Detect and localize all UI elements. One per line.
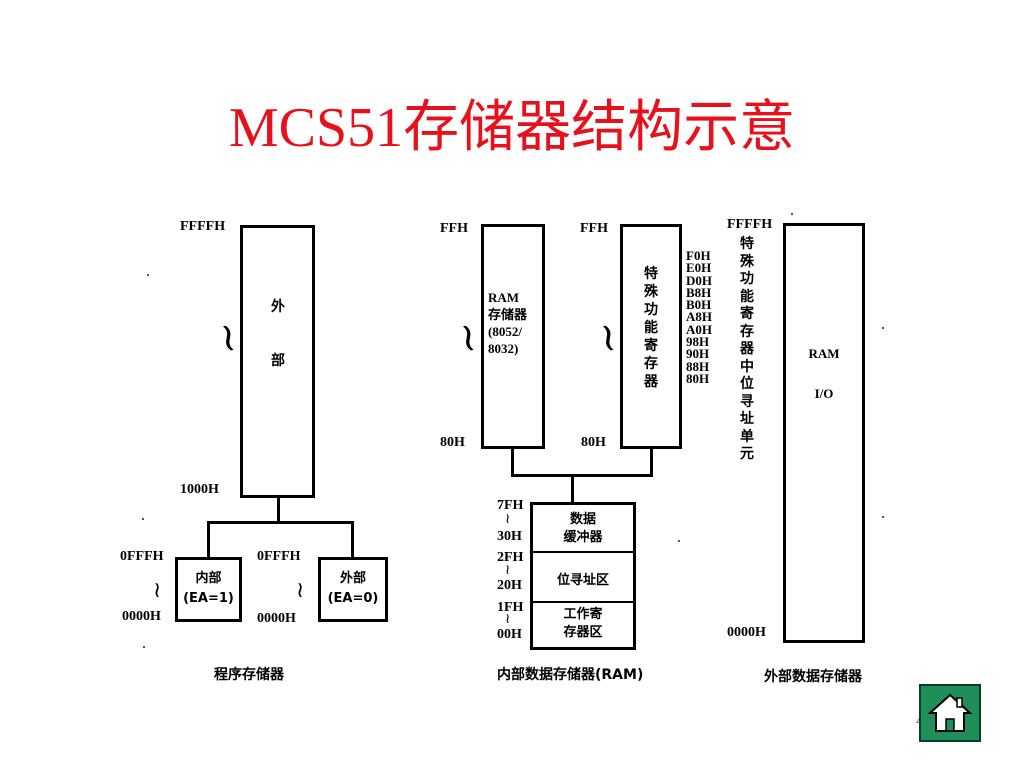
break-tilde-icon: ≀	[505, 611, 511, 627]
connector-line	[511, 474, 653, 477]
addr-ffh: FFH	[440, 221, 468, 236]
connector-line	[207, 521, 210, 559]
connector-line	[207, 521, 354, 524]
scan-dot	[882, 327, 884, 329]
break-tilde-icon: ≀	[505, 562, 511, 578]
addr-0fffh: 0FFFH	[120, 549, 164, 564]
addr-30h: 30H	[497, 529, 522, 544]
scan-dot	[678, 540, 680, 542]
divider	[533, 601, 633, 603]
program-external-small-block: 外部 (EA=0)	[318, 557, 388, 622]
ram-lower-block: 数据 缓冲器 位寻址区 工作寄 存器区	[530, 502, 636, 650]
external-data-memory-caption: 外部数据存储器	[764, 669, 862, 685]
home-button[interactable]	[919, 684, 981, 742]
break-tilde-icon: ~	[583, 317, 635, 359]
home-icon	[927, 693, 973, 732]
addr-1000h: 1000H	[180, 482, 219, 497]
addr-ffh: FFH	[580, 221, 608, 236]
scan-dot	[143, 646, 145, 648]
addr-0000h: 0000H	[257, 611, 296, 626]
addr-0000h: 0000H	[727, 625, 766, 640]
sfr-label: 特 殊 功 能 寄 存 器	[644, 266, 658, 390]
sfr-address-list: F0H E0H D0H B8H B0H A8H A0H 98H 90H 88H …	[686, 248, 712, 386]
program-internal-label: 内部 (EA=1)	[183, 571, 234, 606]
program-internal-block: 内部 (EA=1)	[175, 557, 242, 622]
break-tilde-icon: ≀	[505, 511, 511, 527]
ram-upper-label: RAM 存储器 (8052/ 8032)	[488, 290, 528, 356]
program-memory-caption: 程序存储器	[214, 667, 284, 683]
break-tilde-icon: ≀	[296, 578, 305, 603]
ram-upper-block: RAM 存储器 (8052/ 8032)	[481, 224, 545, 449]
internal-data-memory-caption: 内部数据存储器(RAM)	[497, 667, 644, 683]
scan-dot	[882, 516, 884, 518]
addr-0000h: 0000H	[122, 609, 161, 624]
connector-line	[571, 474, 574, 504]
connector-line	[511, 448, 514, 476]
addr-80h: 80H	[440, 435, 465, 450]
data-buffer-label: 数据 缓冲器	[563, 512, 603, 545]
ram-io-label: RAM I/O	[808, 346, 840, 401]
external-ram-io-block: RAM I/O	[783, 223, 865, 643]
addr-80h: 80H	[581, 435, 606, 450]
addr-7fh: 7FH	[497, 498, 524, 513]
addr-20h: 20H	[497, 578, 522, 593]
connector-line	[650, 448, 653, 476]
addr-ffffh: FFFFH	[180, 219, 226, 234]
bit-address-area-label: 位寻址区	[556, 573, 609, 588]
program-external-block: 外 部	[240, 225, 315, 498]
addr-ffffh: FFFFH	[727, 217, 773, 232]
addr-2fh: 2FH	[497, 550, 524, 565]
addr-1fh: 1FH	[497, 600, 524, 615]
break-tilde-icon: ~	[443, 317, 495, 359]
addr-00h: 00H	[497, 627, 522, 642]
break-tilde-icon: ≀	[153, 578, 162, 603]
addr-0fffh: 0FFFH	[257, 549, 301, 564]
connector-line	[277, 497, 280, 523]
break-tilde-icon: ~	[203, 317, 255, 359]
program-external-small-label: 外部 (EA=0)	[327, 571, 379, 606]
sfr-block: 特 殊 功 能 寄 存 器	[620, 224, 682, 449]
scan-dot	[142, 518, 144, 520]
scan-dot	[147, 274, 149, 276]
ext-side-label: 特 殊 功 能 寄 存 器 中 位 寻 址 单 元	[740, 236, 754, 462]
connector-line	[351, 521, 354, 559]
scan-dot	[791, 213, 793, 215]
program-external-label: 外 部	[271, 299, 285, 369]
work-register-label: 工作寄 存器区	[563, 607, 603, 640]
divider	[533, 551, 633, 553]
slide-title: MCS51存储器结构示意	[228, 97, 796, 159]
